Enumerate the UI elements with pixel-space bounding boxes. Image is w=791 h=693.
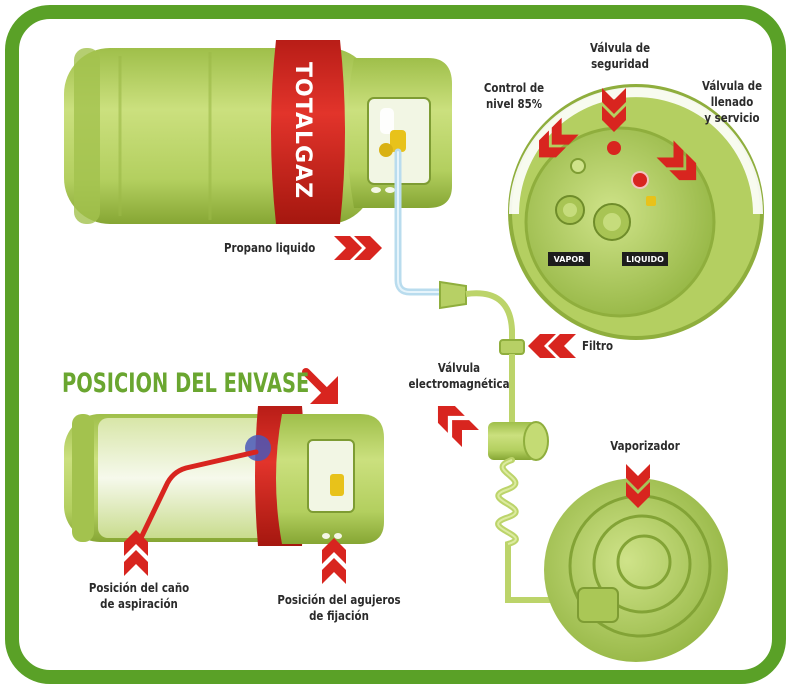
label-cano: Posición del caño de aspiración	[88, 580, 190, 611]
section-heading: POSICION DEL ENVASE	[62, 368, 310, 399]
dip-tube	[137, 449, 259, 543]
chevron-arrow-icon	[539, 117, 579, 158]
label-electro: Válvula electromagnética	[408, 360, 510, 391]
label-filtro: Filtro	[582, 338, 614, 353]
top-tank	[64, 40, 452, 224]
chevron-arrow-icon	[528, 334, 576, 358]
label-agujeros: Posición del agujeros de fijación	[277, 592, 401, 623]
bottom-tank	[64, 406, 384, 546]
vaporizer	[544, 478, 728, 662]
diagonal-arrow-icon	[302, 368, 338, 404]
label-vaporizador: Vaporizador	[610, 438, 680, 453]
electromagnetic-valve	[488, 421, 549, 461]
label-seguridad: Válvula de seguridad	[589, 40, 651, 71]
hose	[465, 290, 515, 342]
connector	[439, 280, 467, 310]
frame	[5, 5, 786, 684]
chevron-arrow-icon	[322, 538, 346, 584]
label-propano: Propano liquido	[224, 240, 316, 255]
chevron-arrow-icon	[437, 405, 479, 447]
chevron-arrow-icon	[656, 140, 697, 181]
liquido-tag: LIQUIDO	[626, 255, 664, 264]
filter-body	[499, 339, 525, 355]
chevron-arrow-icon	[602, 88, 626, 132]
label-llenado: Válvula de llenado y servicio	[701, 78, 763, 125]
chevron-arrow-icon	[626, 464, 650, 508]
brand-text: TOTALGAZ	[290, 62, 315, 199]
tank-top-view	[508, 84, 764, 340]
label-control: Control de nivel 85%	[483, 80, 545, 111]
chevron-arrow-icon	[334, 236, 382, 260]
chevron-arrow-icon	[124, 530, 148, 576]
vapor-tag: VAPOR	[554, 255, 585, 264]
